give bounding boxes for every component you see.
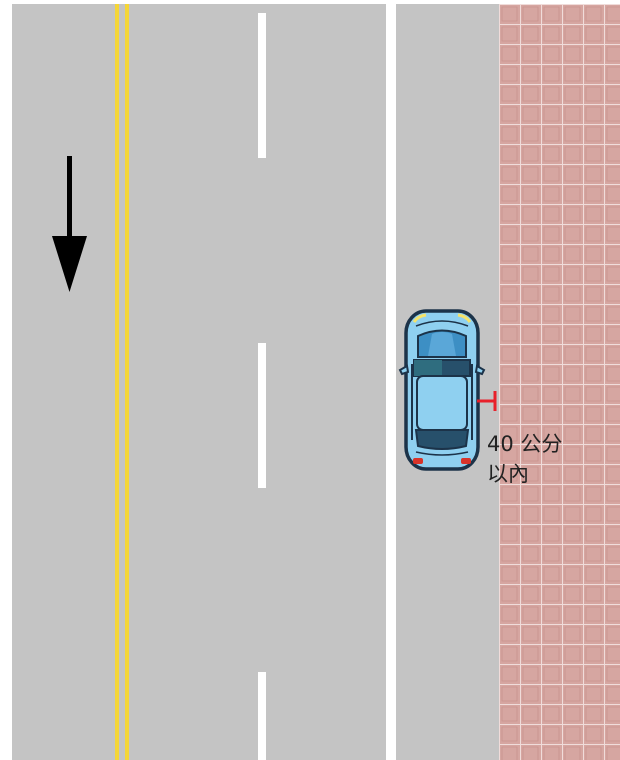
- lane-dash: [258, 672, 266, 760]
- distance-label-line1: 40 公分: [487, 432, 562, 456]
- car-top-view-icon: [400, 311, 484, 469]
- road-edge-line: [386, 4, 396, 760]
- lane-dash: [258, 13, 266, 158]
- distance-label-line2: 以內: [487, 462, 529, 486]
- lane-dash: [258, 343, 266, 488]
- sidewalk: [499, 4, 620, 760]
